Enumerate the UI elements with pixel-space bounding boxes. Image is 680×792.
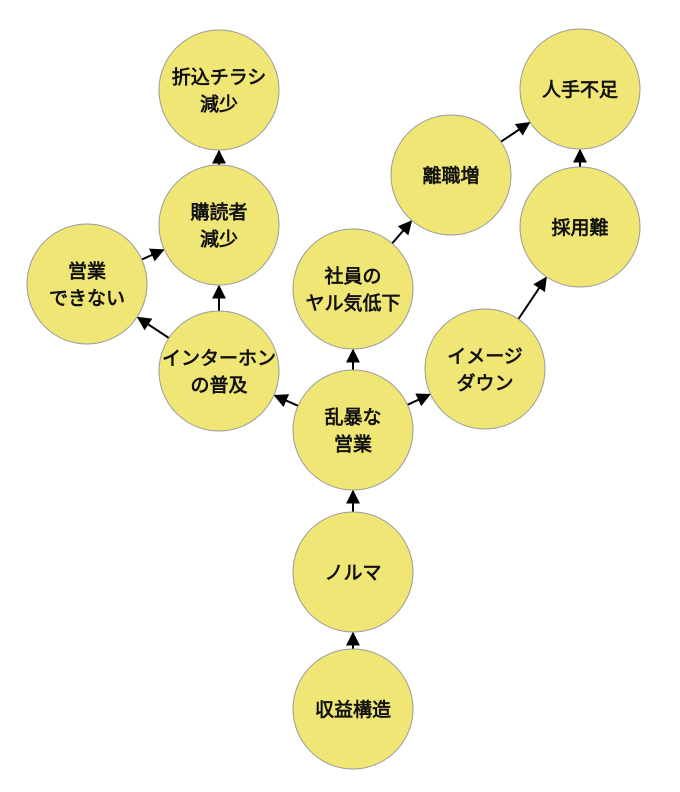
node-label-jinshu-0: 人手不足 xyxy=(542,78,619,101)
node-label-shueki-0: 収益構造 xyxy=(315,698,392,721)
node-label-image-1: ダウン xyxy=(456,372,513,395)
node-circle-kodoku xyxy=(158,164,280,286)
node-label-noruma-0: ノルマ xyxy=(324,562,381,584)
node-label-chirashi-0: 折込チラシ xyxy=(172,67,267,89)
edge-ranbo-to-intercom xyxy=(273,394,299,408)
node-label-chirashi-1: 減少 xyxy=(200,93,238,116)
node-circle-shain xyxy=(292,228,414,350)
edge-eigyo-to-kodoku xyxy=(141,248,165,262)
node-circle-intercom xyxy=(158,310,280,432)
node-circle-image xyxy=(424,308,546,430)
edge-shain-to-rishoku xyxy=(391,220,413,245)
node-shueki: 収益構造 xyxy=(292,648,414,770)
node-label-ranbo-1: 営業 xyxy=(334,433,373,456)
node-circle-noruma xyxy=(292,511,414,633)
node-circle-shueki xyxy=(292,648,414,770)
node-label-shain-0: 社員の xyxy=(323,265,381,288)
node-circle-rishoku xyxy=(390,114,512,236)
node-label-intercom-1: の普及 xyxy=(190,374,248,397)
node-label-rishoku-0: 離職増 xyxy=(422,164,479,187)
node-label-intercom-0: インターホン xyxy=(162,348,276,370)
edge-ranbo-to-image xyxy=(407,393,431,407)
node-noruma: ノルマ xyxy=(292,511,414,633)
node-saiyo: 採用難 xyxy=(519,166,641,288)
node-label-eigyo-0: 営業 xyxy=(68,260,107,283)
node-label-image-0: イメージ xyxy=(447,346,523,368)
edge-intercom-to-eigyo xyxy=(136,316,170,339)
node-circle-saiyo xyxy=(519,166,641,288)
node-circle-ranbo xyxy=(292,369,414,491)
node-circle-jinshu xyxy=(519,28,641,150)
node-jinshu: 人手不足 xyxy=(519,28,641,150)
node-label-saiyo-0: 採用難 xyxy=(551,216,608,239)
node-label-kodoku-0: 購読者 xyxy=(190,201,247,224)
node-label-ranbo-0: 乱暴な xyxy=(324,407,381,429)
node-label-shain-1: ヤル気低下 xyxy=(305,292,400,315)
node-label-eigyo-1: できない xyxy=(49,288,125,310)
edge-image-to-saiyo xyxy=(517,276,547,320)
node-circle-chirashi xyxy=(158,29,280,151)
node-label-kodoku-1: 減少 xyxy=(200,228,238,251)
edge-rishoku-to-jinshu xyxy=(500,122,531,143)
nodes-layer: 収益構造ノルマ乱暴な営業インターホンの普及営業できない購読者減少折込チラシ減少社… xyxy=(26,28,641,770)
node-rishoku: 離職増 xyxy=(390,114,512,236)
node-circle-eigyo xyxy=(26,223,148,345)
edges-layer xyxy=(136,122,587,649)
